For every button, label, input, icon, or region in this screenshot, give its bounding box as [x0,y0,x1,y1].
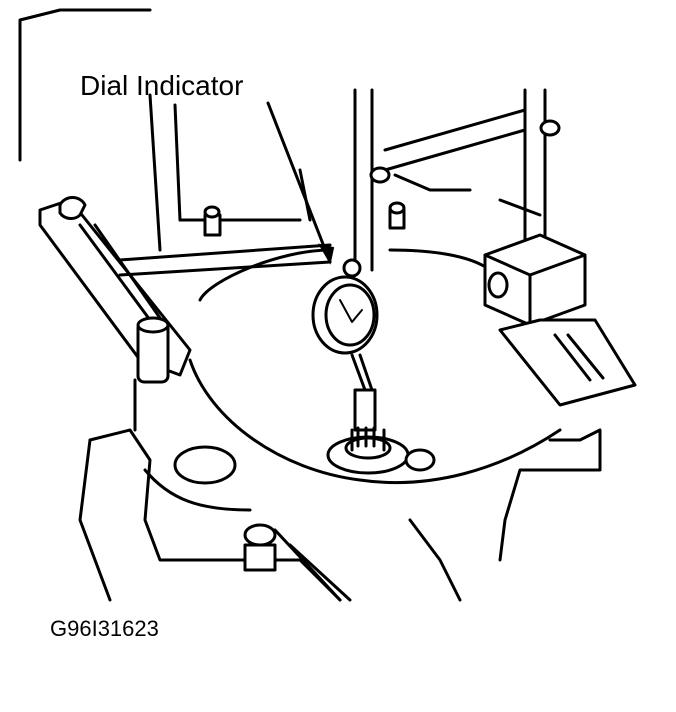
left-bracket-arm [38,196,192,384]
output-shaft [326,426,410,475]
housing-plugs [173,445,436,602]
callout-leader-line [266,101,332,264]
dial-indicator-label: Dial Indicator [80,70,244,101]
right-bracket-arm [483,233,637,407]
dial-indicator [311,258,379,432]
housing [18,8,602,602]
callout-arrowhead [317,243,335,265]
figure-id: G96I31623 [50,616,159,641]
support-frame [118,88,561,277]
